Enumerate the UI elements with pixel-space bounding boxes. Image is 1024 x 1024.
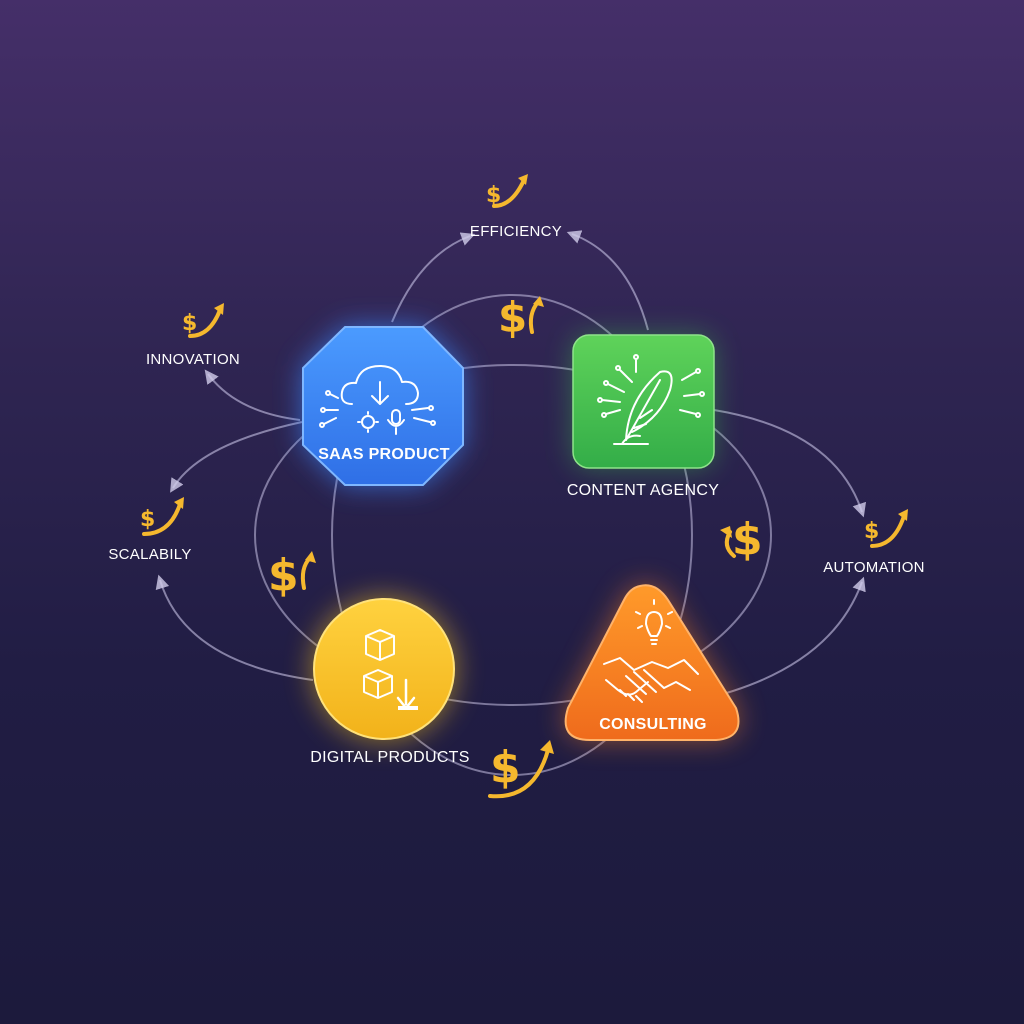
svg-text:$: $ bbox=[182, 311, 197, 336]
svg-text:$: $ bbox=[864, 519, 879, 544]
outcome-automation: $ AUTOMATION bbox=[823, 509, 925, 576]
arrow-innovation bbox=[204, 369, 301, 421]
arrow-scalability-bottom bbox=[155, 574, 314, 681]
node-label: CONTENT AGENCY bbox=[567, 482, 719, 499]
money-growth-icon: $ bbox=[182, 303, 224, 338]
ring-money-icons: $ $ $ $ bbox=[268, 293, 763, 799]
arrow-automation-top bbox=[713, 409, 867, 518]
box-download-icon bbox=[363, 629, 418, 710]
inner-ring bbox=[331, 294, 693, 776]
svg-text:$: $ bbox=[732, 514, 763, 565]
outer-ring bbox=[254, 364, 772, 706]
quill-circuit-icon bbox=[597, 354, 705, 445]
node-label: CONSULTING bbox=[599, 716, 707, 733]
outcome-label: SCALABILY bbox=[108, 546, 191, 563]
outcome-arrows bbox=[155, 230, 867, 701]
arrow-automation-bottom bbox=[699, 576, 866, 701]
handshake-icon bbox=[603, 657, 699, 703]
arrow-efficiency-left bbox=[391, 232, 476, 323]
outcome-label: INNOVATION bbox=[146, 351, 240, 368]
svg-text:$: $ bbox=[498, 293, 527, 342]
node-digital-products[interactable]: DIGITAL PRODUCTS bbox=[310, 597, 469, 766]
lightbulb-icon bbox=[635, 599, 673, 645]
money-cycle-icon: $ bbox=[498, 293, 544, 342]
node-label: SAAS PRODUCT bbox=[318, 446, 450, 463]
outcome-efficiency: $ EFFICIENCY bbox=[470, 174, 562, 240]
money-growth-icon: $ bbox=[488, 740, 554, 799]
money-growth-icon: $ bbox=[140, 497, 184, 536]
svg-text:$: $ bbox=[486, 183, 501, 208]
content-square bbox=[572, 334, 715, 469]
saas-octagon bbox=[302, 326, 464, 486]
money-cycle-icon: $ bbox=[720, 514, 763, 565]
cloud-download-icon bbox=[319, 365, 436, 435]
svg-text:$: $ bbox=[490, 742, 521, 793]
arrow-scalability-top bbox=[170, 421, 303, 493]
outcome-label: EFFICIENCY bbox=[470, 223, 562, 240]
arrow-efficiency-right bbox=[566, 230, 649, 331]
connection-rings bbox=[254, 294, 772, 776]
money-growth-icon: $ bbox=[486, 174, 528, 208]
svg-text:$: $ bbox=[140, 507, 155, 532]
money-growth-icon: $ bbox=[864, 509, 908, 548]
node-saas-product[interactable]: SAAS PRODUCT bbox=[302, 326, 464, 486]
node-content-agency[interactable]: CONTENT AGENCY bbox=[567, 334, 719, 499]
outcome-scalability: $ SCALABILY bbox=[108, 497, 191, 563]
node-consulting[interactable]: CONSULTING bbox=[564, 584, 740, 741]
outcome-label: AUTOMATION bbox=[823, 559, 925, 576]
outcome-innovation: $ INNOVATION bbox=[146, 303, 240, 368]
node-label: DIGITAL PRODUCTS bbox=[310, 749, 469, 766]
svg-text:$: $ bbox=[268, 550, 299, 601]
money-cycle-icon: $ bbox=[268, 550, 316, 601]
digital-circle bbox=[313, 598, 455, 740]
